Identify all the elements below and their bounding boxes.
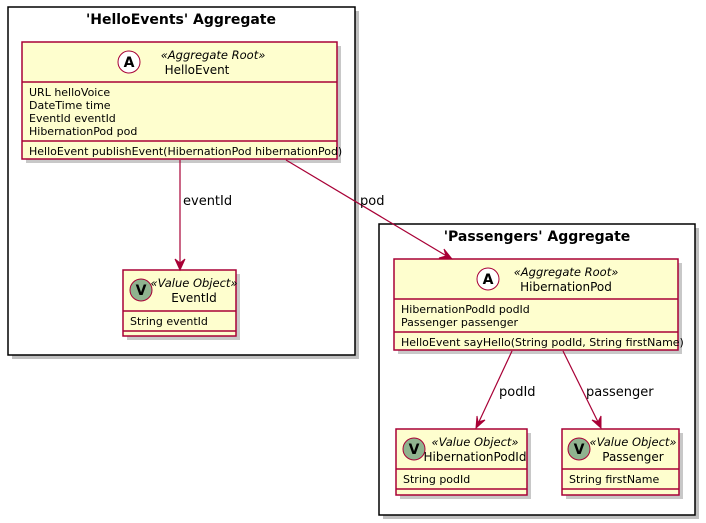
aggregate-root-spot-icon <box>117 50 141 74</box>
package-title-passengers: 'Passengers' Aggregate <box>444 229 631 245</box>
class-name: EventId <box>171 291 217 305</box>
class-hibernation-pod-id[interactable]: V «Value Object» HibernationPodId String… <box>395 428 531 499</box>
class-hibernation-pod[interactable]: A «Aggregate Root» HibernationPod Hibern… <box>393 258 684 354</box>
class-stereotype: «Value Object» <box>431 435 518 449</box>
field-item: DateTime time <box>29 99 111 112</box>
class-stereotype: «Value Object» <box>150 276 237 290</box>
class-name: Passenger <box>602 450 664 464</box>
arrow-head-icon <box>591 415 602 430</box>
field-item: URL helloVoice <box>29 86 110 99</box>
field-item: String firstName <box>569 473 660 486</box>
relation-label: pod <box>360 194 384 209</box>
field-item: String podId <box>403 473 470 486</box>
package-title-hello-events: 'HelloEvents' Aggregate <box>86 12 276 28</box>
value-object-spot-icon <box>129 278 153 302</box>
class-name: HibernationPod <box>520 280 612 294</box>
relation-pod-id: podId <box>475 350 536 430</box>
spot-letter: V <box>574 442 585 458</box>
value-object-spot-icon <box>567 437 591 461</box>
relation-label: eventId <box>183 194 232 209</box>
arrow-head-icon <box>174 258 186 272</box>
field-item: String eventId <box>130 315 208 328</box>
class-stereotype: «Aggregate Root» <box>161 48 266 62</box>
method-item: HelloEvent sayHello(String podId, String… <box>401 336 684 349</box>
relation-label: podId <box>499 385 536 400</box>
field-item: EventId eventId <box>29 112 116 125</box>
class-stereotype: «Aggregate Root» <box>514 265 619 279</box>
field-item: Passenger passenger <box>401 316 519 329</box>
class-hello-event[interactable]: A «Aggregate Root» HelloEvent URL helloV… <box>21 41 342 163</box>
relation-event-id: eventId <box>174 160 232 272</box>
spot-letter: A <box>483 272 494 288</box>
field-item: HibernationPodId podId <box>401 303 530 316</box>
class-stereotype: «Value Object» <box>589 435 676 449</box>
class-name: HibernationPodId <box>424 450 527 464</box>
class-name: HelloEvent <box>165 63 230 77</box>
relation-label: passenger <box>586 385 654 400</box>
spot-letter: V <box>136 283 147 299</box>
arrow-head-icon <box>438 248 454 260</box>
method-item: HelloEvent publishEvent(HibernationPod h… <box>29 145 342 158</box>
class-event-id[interactable]: V «Value Object» EventId String eventId <box>122 269 240 340</box>
field-item: HibernationPod pod <box>29 125 137 138</box>
aggregate-root-spot-icon <box>476 267 500 291</box>
spot-letter: A <box>124 55 135 71</box>
class-passenger[interactable]: V «Value Object» Passenger String firstN… <box>561 428 683 499</box>
arrow-head-icon <box>475 415 486 430</box>
value-object-spot-icon <box>402 437 426 461</box>
relation-passenger: passenger <box>562 350 654 430</box>
relation-pod: pod <box>285 159 454 260</box>
spot-letter: V <box>409 442 420 458</box>
